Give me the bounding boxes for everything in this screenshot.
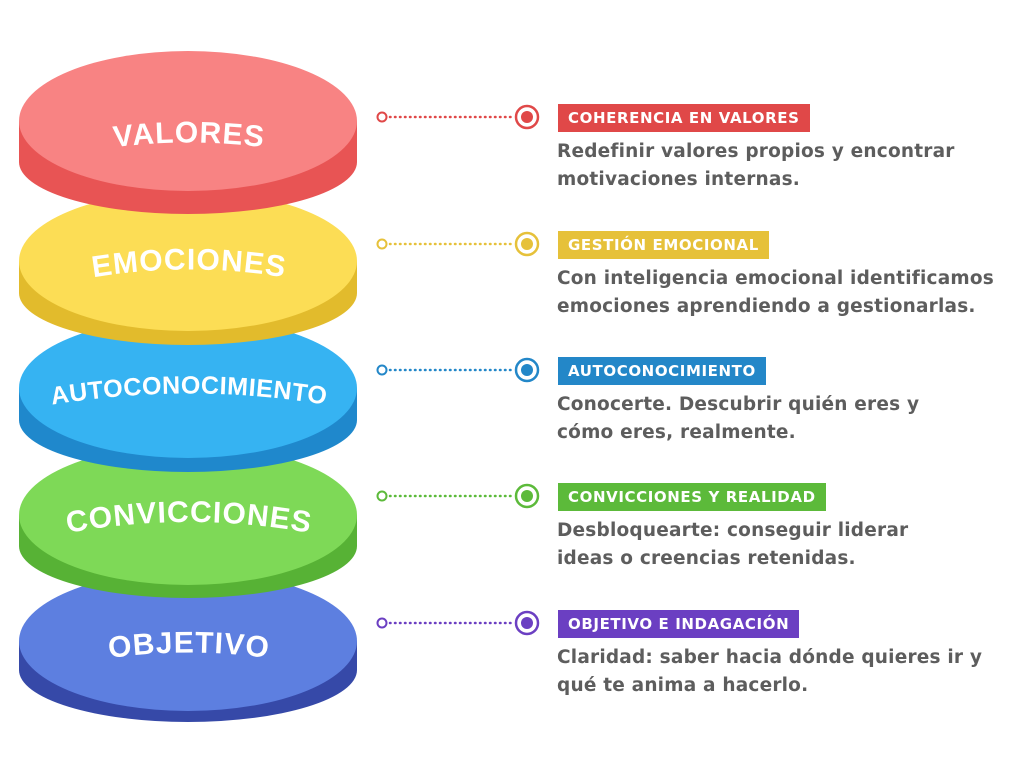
connector-start-dot xyxy=(376,617,388,629)
section-description: Desbloquearte: conseguir liderar ideas o… xyxy=(557,517,1017,573)
layer-label: VALORES xyxy=(111,116,266,154)
row-objetivo: OBJETIVO E INDAGACIÓN Claridad: saber ha… xyxy=(0,610,1024,740)
description-line: Conocerte. Descubrir quién eres y xyxy=(557,394,920,415)
connector xyxy=(376,104,540,130)
section-description: Claridad: saber hacia dónde quieres ir y… xyxy=(557,644,1017,700)
target-center xyxy=(521,364,533,376)
row-autoconocimiento: AUTOCONOCIMIENTO Conocerte. Descubrir qu… xyxy=(0,357,1024,487)
connector-start-dot xyxy=(376,490,388,502)
connector-start-dot xyxy=(376,111,388,123)
layer-top xyxy=(19,318,357,458)
target-center xyxy=(521,238,533,250)
description-line: Claridad: saber hacia dónde quieres ir y xyxy=(557,647,983,668)
section-title-badge: CONVICCIONES Y REALIDAD xyxy=(558,483,826,511)
description-line: ideas o creencias retenidas. xyxy=(557,548,856,569)
row-convicciones: CONVICCIONES Y REALIDAD Desbloquearte: c… xyxy=(0,483,1024,613)
layer-top xyxy=(19,445,357,585)
row-valores: COHERENCIA EN VALORES Redefinir valores … xyxy=(0,104,1024,234)
connector-start-dot xyxy=(376,364,388,376)
connector xyxy=(376,231,540,257)
description-line: Desbloquearte: conseguir liderar xyxy=(557,520,909,541)
layer-objetivo: OBJETIVO xyxy=(19,571,357,722)
section-title-badge: OBJETIVO E INDAGACIÓN xyxy=(558,610,800,638)
section-description: Redefinir valores propios y encontrar mo… xyxy=(557,138,1017,194)
description-line: Con inteligencia emocional identificamos xyxy=(557,268,994,289)
connector-start-dot xyxy=(376,238,388,250)
target-center xyxy=(521,490,533,502)
description-line: qué te anima a hacerlo. xyxy=(557,675,809,696)
layer-top xyxy=(19,571,357,711)
layer-convicciones: CONVICCIONES xyxy=(19,445,357,598)
layer-emociones: EMOCIONES xyxy=(19,191,357,345)
description-line: emociones aprendiendo a gestionarlas. xyxy=(557,296,976,317)
description-line: motivaciones internas. xyxy=(557,169,801,190)
target-center xyxy=(521,617,533,629)
layer-valores: VALORES xyxy=(19,51,357,214)
connector xyxy=(376,483,540,509)
connector xyxy=(376,610,540,636)
layer-stack: OBJETIVO CONVICCIONES AUTOCONOCIMIENTO E… xyxy=(19,51,357,722)
section-description: Con inteligencia emocional identificamos… xyxy=(557,265,1017,321)
layer-autoconocimiento: AUTOCONOCIMIENTO xyxy=(19,318,357,472)
connector xyxy=(376,357,540,383)
section-title-badge: AUTOCONOCIMIENTO xyxy=(558,357,766,385)
description-line: Redefinir valores propios y encontrar xyxy=(557,141,955,162)
row-emociones: GESTIÓN EMOCIONAL Con inteligencia emoci… xyxy=(0,231,1024,361)
section-description: Conocerte. Descubrir quién eres y cómo e… xyxy=(557,391,1017,447)
layer-label: OBJETIVO xyxy=(106,626,271,664)
target-center xyxy=(521,111,533,123)
layer-top xyxy=(19,51,357,191)
layer-top xyxy=(19,191,357,331)
description-line: cómo eres, realmente. xyxy=(557,422,796,443)
section-title-badge: COHERENCIA EN VALORES xyxy=(558,104,810,132)
section-title-badge: GESTIÓN EMOCIONAL xyxy=(558,231,769,259)
